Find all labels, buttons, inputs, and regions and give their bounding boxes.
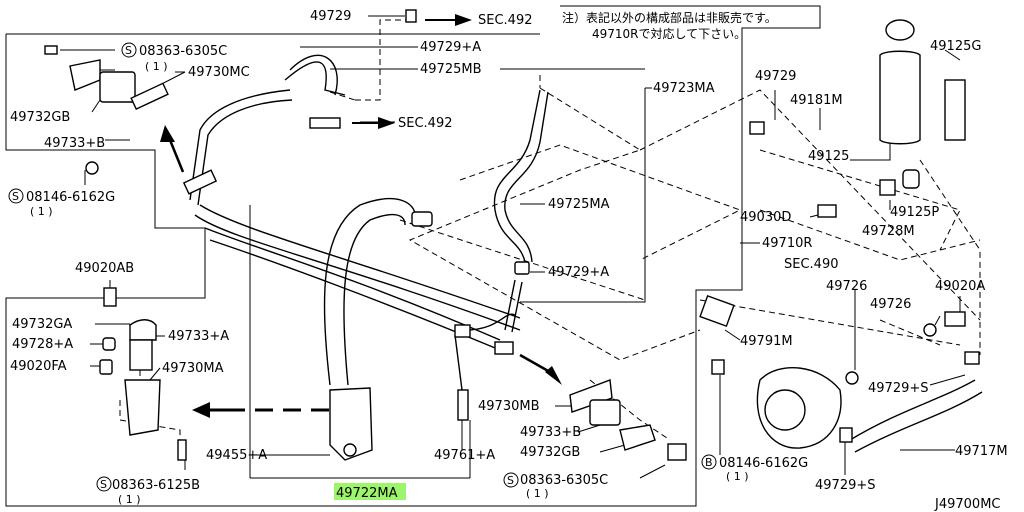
label-sec490[interactable]: SEC.490 bbox=[784, 257, 839, 272]
label-49125G[interactable]: 49125G bbox=[930, 39, 981, 54]
s-symbol-2: S bbox=[12, 190, 19, 203]
label-49728M[interactable]: 49728M bbox=[862, 224, 915, 239]
pipes bbox=[189, 54, 983, 453]
label-49725MA[interactable]: 49725MA bbox=[548, 197, 610, 212]
label-49729A-mid[interactable]: 49729+A bbox=[548, 265, 609, 280]
label-49726-b[interactable]: 49726 bbox=[870, 297, 911, 312]
qty-1-a: ( 1 ) bbox=[145, 60, 168, 73]
label-49730MC[interactable]: 49730MC bbox=[188, 65, 250, 80]
frame-lines bbox=[5, 5, 821, 507]
label-49030D[interactable]: 49030D bbox=[740, 210, 791, 225]
qty-1-c: ( 1 ) bbox=[118, 493, 141, 506]
label-49733B-left[interactable]: 49733+B bbox=[44, 136, 105, 151]
label-49729S-top[interactable]: 49729+S bbox=[868, 381, 929, 396]
label-49730MA[interactable]: 49730MA bbox=[162, 361, 224, 376]
label-ref-code: J49700MC bbox=[934, 497, 1000, 512]
label-49125[interactable]: 49125 bbox=[808, 149, 849, 164]
label-49733A[interactable]: 49733+A bbox=[168, 329, 229, 344]
qty-1-e: ( 1 ) bbox=[726, 470, 749, 483]
b-symbol: B bbox=[705, 456, 713, 469]
s-b-symbols: S S S S B bbox=[8, 42, 717, 492]
label-08363-6305C-top[interactable]: 08363-6305C bbox=[139, 44, 227, 59]
label-49020FA[interactable]: 49020FA bbox=[10, 359, 67, 374]
label-49729S-bottom[interactable]: 49729+S bbox=[815, 478, 876, 493]
label-49732GB-right[interactable]: 49732GB bbox=[520, 445, 580, 460]
labels: 49729 SEC.492 注）表記以外の構成部品は非販売です。 49710Rで… bbox=[10, 9, 1008, 512]
label-49722MA[interactable]: 49722MA bbox=[336, 486, 398, 501]
label-sec492-top[interactable]: SEC.492 bbox=[478, 13, 533, 28]
parts bbox=[44, 9, 980, 461]
label-49725MB[interactable]: 49725MB bbox=[420, 62, 482, 77]
label-08146-6162G-bottom[interactable]: 08146-6162G bbox=[719, 456, 808, 471]
label-49761A[interactable]: 49761+A bbox=[434, 448, 495, 463]
note-line-1: 注）表記以外の構成部品は非販売です。 bbox=[562, 10, 777, 25]
s-symbol-1: S bbox=[125, 44, 132, 57]
label-49710R[interactable]: 49710R bbox=[762, 236, 812, 251]
label-49729-right[interactable]: 49729 bbox=[755, 69, 796, 84]
label-08363-6305C-bottom[interactable]: 08363-6305C bbox=[520, 473, 608, 488]
label-49791M[interactable]: 49791M bbox=[740, 334, 793, 349]
label-49733B-right[interactable]: 49733+B bbox=[520, 425, 581, 440]
arrows bbox=[160, 14, 562, 418]
label-49726-a[interactable]: 49726 bbox=[826, 279, 867, 294]
highlight-49722MA bbox=[334, 483, 406, 500]
label-49730MB[interactable]: 49730MB bbox=[478, 399, 540, 414]
note-line-2: 49710Rで対応して下さい。 bbox=[592, 27, 746, 41]
label-sec492-mid[interactable]: SEC.492 bbox=[398, 116, 453, 131]
label-49729A-top[interactable]: 49729+A bbox=[420, 40, 481, 55]
s-symbol-3: S bbox=[100, 478, 107, 491]
leader-lines bbox=[60, 15, 966, 479]
label-49732GA[interactable]: 49732GA bbox=[12, 317, 72, 332]
label-49020AB[interactable]: 49020AB bbox=[75, 261, 134, 276]
label-49728A[interactable]: 49728+A bbox=[12, 337, 73, 352]
label-49181M[interactable]: 49181M bbox=[790, 93, 843, 108]
label-49455A[interactable]: 49455+A bbox=[206, 448, 267, 463]
label-08363-6125B[interactable]: 08363-6125B bbox=[112, 478, 200, 493]
label-49732GB-left[interactable]: 49732GB bbox=[10, 110, 70, 125]
s-symbol-4: S bbox=[507, 474, 514, 487]
label-49020A[interactable]: 49020A bbox=[935, 279, 985, 294]
label-49717M[interactable]: 49717M bbox=[955, 444, 1008, 459]
label-49723MA[interactable]: 49723MA bbox=[653, 81, 715, 96]
qty-1-b: ( 1 ) bbox=[30, 205, 53, 218]
label-49125P[interactable]: 49125P bbox=[890, 205, 939, 220]
qty-1-d: ( 1 ) bbox=[526, 487, 549, 500]
label-49729-top[interactable]: 49729 bbox=[310, 9, 351, 24]
label-08146-6162G-left[interactable]: 08146-6162G bbox=[26, 190, 115, 205]
